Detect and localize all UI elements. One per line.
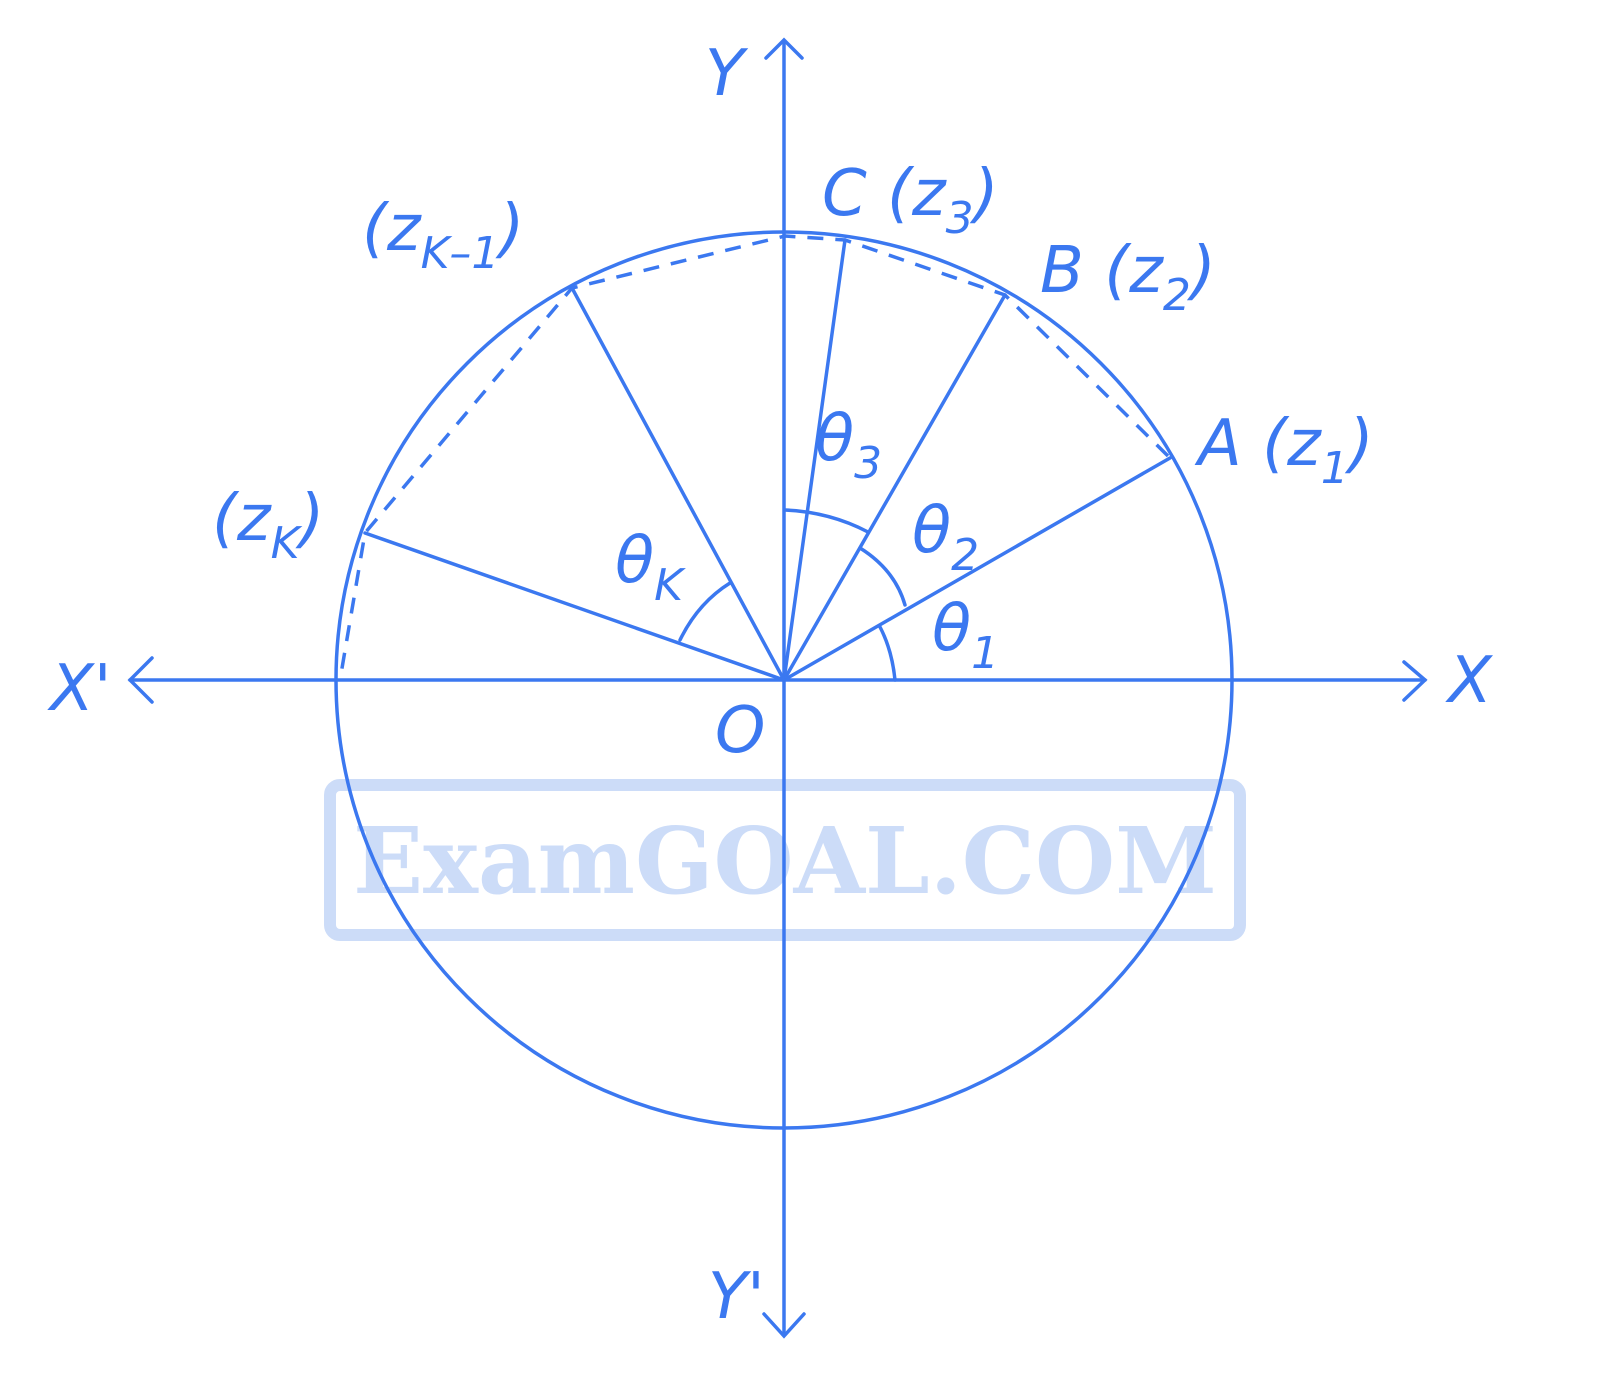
theta1-label: θ1 bbox=[932, 592, 999, 679]
y-arrow-icon bbox=[764, 37, 804, 60]
point-B-label: B (z2) bbox=[1040, 234, 1216, 321]
thetak-label: θK bbox=[615, 524, 686, 611]
angle-arc-theta3 bbox=[783, 508, 870, 534]
radius-B bbox=[782, 293, 1007, 682]
angle-arc-theta1 bbox=[878, 625, 897, 682]
x-neg-axis-label: X' bbox=[47, 652, 111, 726]
radius-zk bbox=[363, 531, 786, 682]
point-zk-1-label: (zK–1) bbox=[362, 192, 524, 279]
point-A-label: A (z1) bbox=[1194, 407, 1374, 494]
origin-label: O bbox=[715, 694, 765, 768]
x-axis-label: X bbox=[1445, 644, 1493, 718]
point-C-label: C (z3) bbox=[822, 157, 999, 244]
x-neg-arrow-icon bbox=[127, 656, 154, 704]
radius-C bbox=[782, 238, 847, 682]
angle-arc-thetak bbox=[678, 581, 732, 642]
radius-A bbox=[782, 456, 1172, 682]
y-axis-label: Y bbox=[705, 37, 749, 111]
theta3-label: θ3 bbox=[815, 402, 882, 489]
dashed-polygon bbox=[338, 234, 1170, 681]
point-zk-label: (zK) bbox=[212, 482, 324, 569]
y-neg-axis-label: Y' bbox=[708, 1260, 765, 1334]
theta2-label: θ2 bbox=[912, 494, 979, 581]
x-arrow-icon bbox=[1402, 660, 1428, 702]
angle-arc-theta2 bbox=[858, 546, 907, 607]
y-neg-arrow-icon bbox=[762, 1312, 806, 1339]
radius-zk-1 bbox=[570, 286, 786, 682]
